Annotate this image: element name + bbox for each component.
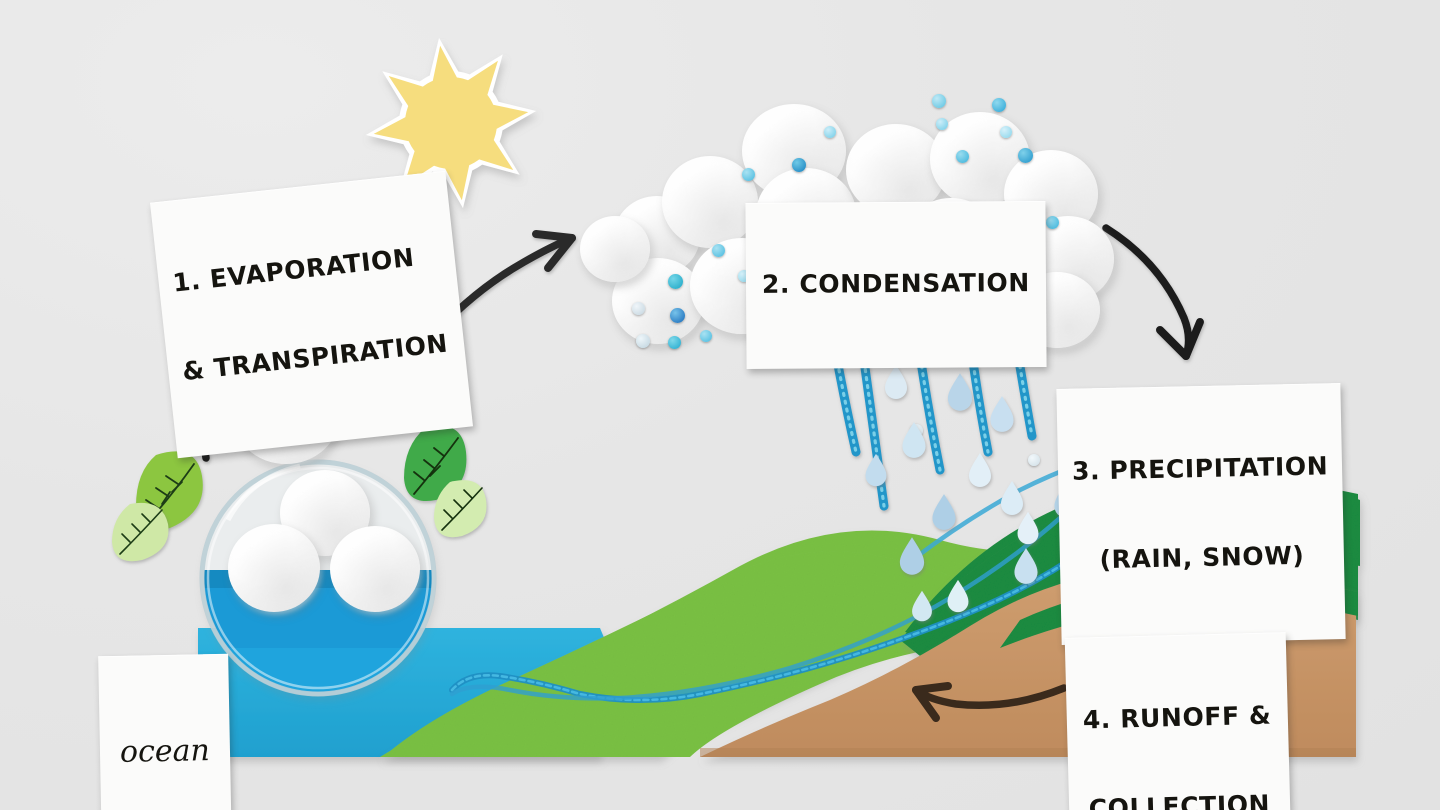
label-runoff[interactable]: 4. RUNOFF & COLLECTION <box>1064 632 1292 810</box>
sequin <box>956 150 969 163</box>
leaf-right-lower <box>434 480 487 538</box>
label-condensation[interactable]: 2. CONDENSATION <box>745 200 1047 369</box>
sequin <box>668 274 683 289</box>
sequin <box>824 126 836 138</box>
sequin <box>636 334 650 348</box>
label-ocean-text: ocean <box>119 732 211 770</box>
sequin <box>1028 454 1040 466</box>
label-condensation-line1: 2. CONDENSATION <box>761 268 1030 299</box>
sequin <box>936 118 948 130</box>
sequin <box>1046 216 1059 229</box>
sequin <box>712 244 725 257</box>
label-evaporation-line2: & TRANSPIRATION <box>180 328 450 386</box>
grass-light-mound <box>383 551 1000 757</box>
sequin <box>742 168 755 181</box>
label-precipitation-line1: 3. PRECIPITATION <box>1071 451 1329 486</box>
label-precipitation-line2: (RAIN, SNOW) <box>1099 540 1305 574</box>
arrow-precipitation-down <box>1102 224 1204 360</box>
label-precipitation[interactable]: 3. PRECIPITATION (RAIN, SNOW) <box>1056 383 1346 645</box>
arrow-runoff-left <box>912 682 1068 722</box>
leaf-left-lower <box>112 502 169 562</box>
sequin <box>700 330 712 342</box>
sequin <box>992 98 1006 112</box>
sequin <box>670 308 685 323</box>
sequin <box>632 302 645 315</box>
sequin <box>792 158 806 172</box>
sequin <box>1000 126 1012 138</box>
label-evaporation-line1: 1. EVAPORATION <box>171 242 416 298</box>
sequin <box>1018 148 1033 163</box>
label-ocean[interactable]: ocean <box>98 653 232 810</box>
label-runoff-line2: COLLECTION <box>1088 789 1271 810</box>
sequin <box>932 94 946 108</box>
sequin <box>668 336 681 349</box>
label-evaporation[interactable]: 1. EVAPORATION & TRANSPIRATION <box>149 170 473 459</box>
label-runoff-line1: 4. RUNOFF & <box>1082 700 1272 735</box>
